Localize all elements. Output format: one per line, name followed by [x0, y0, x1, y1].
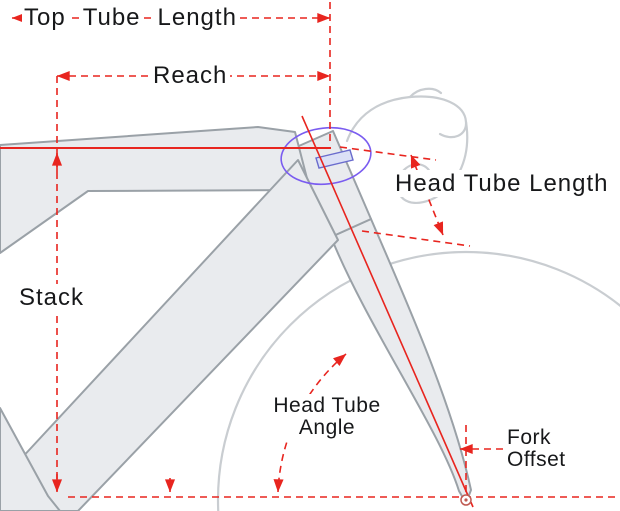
stem-highlight-ellipse	[280, 126, 372, 186]
label-word: Top	[22, 4, 68, 32]
label-head-tube-length: Head Tube Length	[392, 170, 612, 198]
label-head-tube-angle-line1: Head Tube	[273, 394, 381, 417]
label-head-tube-angle-line2: Angle	[298, 416, 356, 440]
label-fork-offset-line2: Offset	[507, 448, 566, 472]
label-fork-offset-line1: Fork	[507, 426, 551, 449]
label-fork-offset: Fork Offset	[504, 426, 569, 473]
front-dropout-marker	[460, 494, 472, 506]
label-word: Tube	[80, 4, 143, 32]
front-wheel-outline	[216, 250, 620, 511]
label-word: Length	[155, 4, 239, 32]
label-reach: Reach	[150, 62, 231, 90]
label-stack: Stack	[16, 284, 88, 312]
dim-head-tube-length	[339, 146, 471, 247]
stem-spacer-shape	[315, 149, 354, 169]
steering-axis-line	[301, 115, 474, 508]
label-top-tube-length: Top Tube Length	[22, 4, 239, 32]
dim-head-tube-angle-arc	[273, 353, 347, 493]
label-head-tube-angle: Head Tube Angle	[258, 394, 396, 441]
seat-tube-stub	[0, 407, 61, 511]
down-tube	[17, 159, 339, 511]
